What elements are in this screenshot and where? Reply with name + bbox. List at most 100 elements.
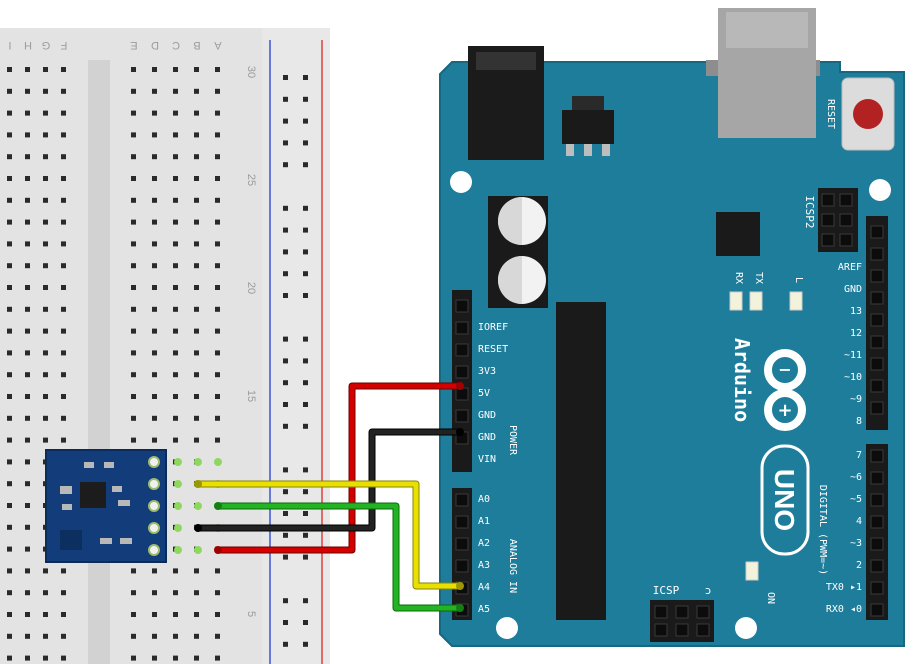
breadboard-hole [173, 350, 178, 356]
header-pin[interactable] [870, 493, 884, 507]
header-pin[interactable] [870, 225, 884, 239]
header-pin[interactable] [870, 537, 884, 551]
breadboard-hole [25, 459, 30, 465]
header-pin[interactable] [455, 299, 469, 313]
breadboard-hole [43, 197, 48, 203]
header-pin[interactable] [870, 471, 884, 485]
header-pin[interactable] [870, 515, 884, 529]
breadboard-hole [194, 568, 199, 574]
breadboard-hole [7, 524, 12, 530]
breadboard-hole [194, 154, 199, 160]
breadboard-hole [43, 437, 48, 443]
breadboard-hole [173, 285, 178, 290]
pin-label: ~6 [850, 472, 862, 483]
header-pin[interactable] [870, 379, 884, 393]
svg-text:+: + [777, 400, 792, 421]
header-pin[interactable] [870, 603, 884, 617]
rail-hole [303, 641, 308, 647]
header-pin[interactable] [870, 291, 884, 305]
breadboard-hole [173, 590, 178, 596]
header-pin[interactable] [455, 515, 469, 529]
breadboard-hole [7, 110, 12, 116]
breadboard-hole [7, 328, 12, 334]
header-pin[interactable] [870, 357, 884, 371]
breadboard-hole [194, 328, 199, 334]
header-pin[interactable] [839, 233, 853, 247]
breadboard-hole [194, 263, 199, 269]
header-pin[interactable] [870, 335, 884, 349]
header-pin[interactable] [675, 623, 689, 637]
breadboard-hole [152, 612, 157, 617]
header-pin[interactable] [870, 559, 884, 573]
breadboard-hole [173, 328, 178, 334]
breadboard-hole [7, 633, 12, 639]
breadboard-hole [7, 568, 12, 574]
rail-hole [303, 75, 308, 80]
pin-label: VIN [478, 454, 496, 465]
breadboard: F G H I A B C D E 30 25 20 15 5 [0, 28, 330, 664]
breadboard-hole [43, 88, 48, 94]
header-pin[interactable] [839, 213, 853, 227]
header-pin[interactable] [455, 343, 469, 357]
breadboard-hole [7, 655, 12, 661]
breadboard-hole [131, 219, 136, 225]
header-pin[interactable] [870, 581, 884, 595]
header-pin[interactable] [654, 605, 668, 619]
breadboard-hole [25, 110, 30, 116]
header-pin[interactable] [675, 605, 689, 619]
header-pin[interactable] [839, 193, 853, 207]
breadboard-hole [152, 219, 157, 225]
breadboard-hole [25, 568, 30, 574]
header-pin[interactable] [696, 623, 710, 637]
header-pin[interactable] [870, 247, 884, 261]
breadboard-hole [194, 372, 199, 378]
breadboard-hole [43, 568, 48, 574]
breadboard-hole [7, 176, 12, 181]
breadboard-hole [131, 372, 136, 378]
arduino-uno-board: RESET ICSP2 RX TX L ON Arduino [439, 8, 905, 647]
breadboard-hole [43, 110, 48, 116]
header-pin[interactable] [821, 193, 835, 207]
breadboard-hole-highlight [174, 546, 182, 554]
breadboard-hole [61, 241, 66, 247]
header-pin[interactable] [821, 213, 835, 227]
breadboard-hole [25, 263, 30, 269]
col-letter-e: E [130, 39, 137, 51]
breadboard-hole [7, 197, 12, 203]
breadboard-hole [173, 263, 178, 269]
header-pin[interactable] [455, 537, 469, 551]
breadboard-hole [61, 633, 66, 639]
breadboard-hole [194, 437, 199, 443]
header-pin[interactable] [696, 605, 710, 619]
rail-hole [283, 467, 288, 473]
tx-led-label: TX [753, 272, 764, 284]
breadboard-hole [7, 415, 12, 421]
breadboard-hole [131, 437, 136, 443]
breadboard-hole [194, 285, 199, 290]
arduino-logo: Arduino − + UNO [730, 338, 810, 556]
rx-led [729, 291, 743, 311]
header-pin[interactable] [821, 233, 835, 247]
breadboard-hole [7, 350, 12, 356]
model-label: UNO [769, 469, 800, 531]
mount-hole [496, 617, 518, 639]
pin-label: IOREF [478, 322, 508, 333]
pin-label: GND [478, 432, 496, 443]
header-pin[interactable] [455, 387, 469, 401]
header-pin[interactable] [455, 321, 469, 335]
header-pin[interactable] [870, 313, 884, 327]
breadboard-hole [131, 568, 136, 574]
header-pin[interactable] [870, 401, 884, 415]
header-pin[interactable] [870, 449, 884, 463]
pin-label: ~5 [850, 494, 862, 505]
breadboard-hole [173, 612, 178, 617]
header-pin[interactable] [870, 269, 884, 283]
header-pin[interactable] [455, 559, 469, 573]
header-pin[interactable] [455, 493, 469, 507]
header-pin[interactable] [654, 623, 668, 637]
reset-button-cap[interactable] [853, 99, 883, 129]
header-pin[interactable] [455, 365, 469, 379]
header-pin[interactable] [455, 409, 469, 423]
